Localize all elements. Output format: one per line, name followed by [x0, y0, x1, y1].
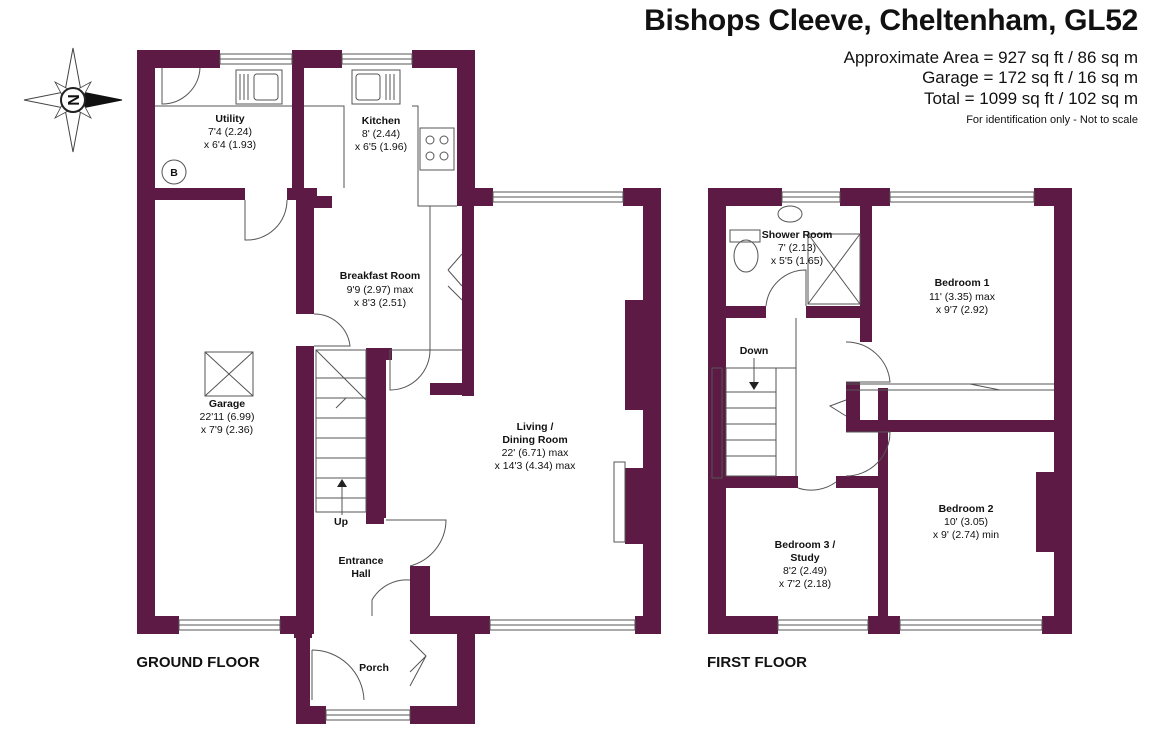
- bedroom-1-dim2: x 9'7 (2.92): [936, 304, 988, 316]
- stairs-up-arrow-icon: [337, 479, 347, 487]
- kitchen-name: Kitchen: [362, 115, 401, 127]
- utility-dim2: x 6'4 (1.93): [204, 139, 256, 151]
- stairs-up-label: Up: [334, 516, 348, 528]
- entrance-hall-name2: Hall: [351, 568, 370, 580]
- garage-name: Garage: [209, 398, 245, 410]
- garage-area-line: Garage = 172 sq ft / 16 sq m: [922, 68, 1138, 87]
- bedroom-2-name: Bedroom 2: [939, 503, 994, 515]
- first-floor-plan: [708, 188, 1072, 634]
- bedroom-2-dim1: 10' (3.05): [944, 516, 988, 528]
- bedroom-3-dim1: 8'2 (2.49): [783, 565, 827, 577]
- approximate-area-line: Approximate Area = 927 sq ft / 86 sq m: [843, 48, 1138, 67]
- utility-name: Utility: [215, 113, 244, 125]
- bedroom-3-name1: Bedroom 3 /: [775, 539, 836, 551]
- stairs-down-label: Down: [740, 345, 769, 357]
- first-floor-label: FIRST FLOOR: [707, 654, 807, 671]
- compass-letter: N: [66, 94, 83, 106]
- bedroom-1-dim1: 11' (3.35) max: [929, 291, 996, 303]
- bedroom-3-name2: Study: [790, 552, 819, 564]
- living-room-dim2: x 14'3 (4.34) max: [495, 460, 577, 472]
- page-title: Bishops Cleeve, Cheltenham, GL52: [644, 4, 1138, 37]
- compass-icon: N: [23, 47, 123, 153]
- living-room-name2: Dining Room: [502, 434, 567, 446]
- ground-floor-fixtures: [155, 53, 636, 721]
- shower-room-dim2: x 5'5 (1.65): [771, 255, 823, 267]
- total-area-line: Total = 1099 sq ft / 102 sq m: [923, 89, 1138, 108]
- breakfast-room-dim1: 9'9 (2.97) max: [347, 284, 415, 296]
- breakfast-room-dim2: x 8'3 (2.51): [354, 297, 406, 309]
- bedroom-2-dim2: x 9' (2.74) min: [933, 529, 999, 541]
- bedroom-1-name: Bedroom 1: [935, 277, 990, 289]
- kitchen-dim2: x 6'5 (1.96): [355, 141, 407, 153]
- bedroom-3-dim2: x 7'2 (2.18): [779, 578, 831, 590]
- shower-room-dim1: 7' (2.13): [778, 242, 816, 254]
- boiler-label: B: [170, 167, 178, 179]
- entrance-hall-name1: Entrance: [339, 555, 384, 567]
- living-room-dim1: 22' (6.71) max: [502, 447, 570, 459]
- living-room-name1: Living /: [517, 421, 554, 433]
- garage-dim1: 22'11 (6.99): [200, 411, 255, 423]
- utility-dim1: 7'4 (2.24): [208, 126, 252, 138]
- stairs-down-arrow-icon: [749, 382, 759, 390]
- breakfast-room-name: Breakfast Room: [340, 270, 421, 282]
- ground-floor-plan: [137, 50, 661, 724]
- shower-room-name: Shower Room: [762, 229, 833, 241]
- garage-dim2: x 7'9 (2.36): [201, 424, 253, 436]
- kitchen-dim1: 8' (2.44): [362, 128, 400, 140]
- ground-floor-label: GROUND FLOOR: [136, 654, 259, 671]
- porch-name: Porch: [359, 662, 389, 674]
- disclaimer-note: For identification only - Not to scale: [966, 114, 1138, 126]
- first-floor-fixtures: [711, 191, 1054, 631]
